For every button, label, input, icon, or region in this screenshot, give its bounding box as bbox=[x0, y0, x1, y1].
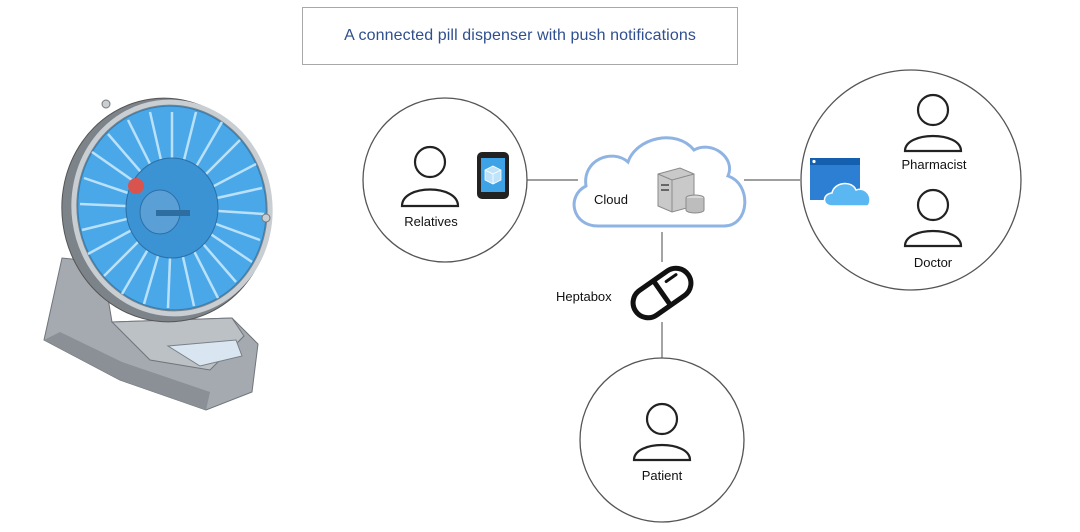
smartphone-icon bbox=[477, 152, 509, 199]
browser-cloud-icon bbox=[810, 158, 871, 207]
relatives-label: Relatives bbox=[404, 214, 458, 229]
pill-dispenser-render bbox=[43, 97, 273, 411]
pharmacist-doctor-circle bbox=[800, 69, 1022, 291]
user-icon bbox=[632, 402, 692, 462]
user-icon bbox=[903, 188, 963, 248]
doctor-label: Doctor bbox=[913, 255, 953, 270]
user-icon bbox=[903, 93, 963, 153]
relatives-circle bbox=[362, 97, 528, 263]
pill-icon bbox=[630, 265, 694, 321]
patient-circle bbox=[579, 357, 745, 523]
patient-label: Patient bbox=[641, 468, 683, 483]
user-icon bbox=[400, 145, 460, 208]
heptabox-label: Heptabox bbox=[556, 289, 612, 304]
server-icon bbox=[657, 167, 705, 214]
cloud-label: Cloud bbox=[594, 192, 628, 207]
pharmacist-label: Pharmacist bbox=[901, 157, 967, 172]
diagram-title: A connected pill dispenser with push not… bbox=[302, 7, 738, 65]
